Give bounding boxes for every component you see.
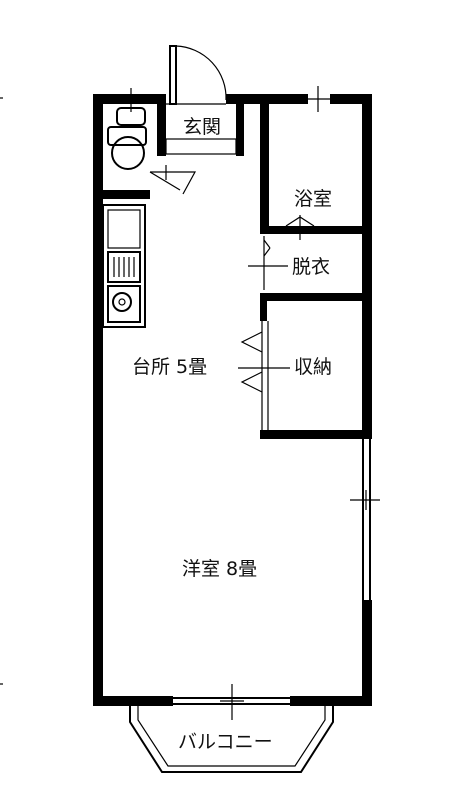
bath-window [308, 86, 330, 112]
entrance-door [165, 45, 237, 155]
balcony-label: バルコニー [178, 731, 273, 753]
interior-walls [93, 94, 372, 439]
exterior-walls [93, 94, 372, 706]
closet-label: 収納 [294, 356, 333, 378]
kitchen-label: 台所 5畳 [132, 356, 208, 378]
balcony-outline [129, 706, 334, 773]
western-room-label: 洋室 8畳 [182, 558, 258, 580]
kitchen-counter [102, 204, 146, 328]
side-window [350, 438, 380, 600]
bath-label: 浴室 [294, 188, 333, 210]
toilet-fixture [107, 88, 197, 195]
dressing-label: 脱衣 [292, 256, 331, 278]
dressing-door [248, 215, 315, 290]
balcony-window [173, 684, 290, 720]
closet-doors [238, 321, 290, 430]
entrance-label: 玄関 [183, 116, 222, 138]
